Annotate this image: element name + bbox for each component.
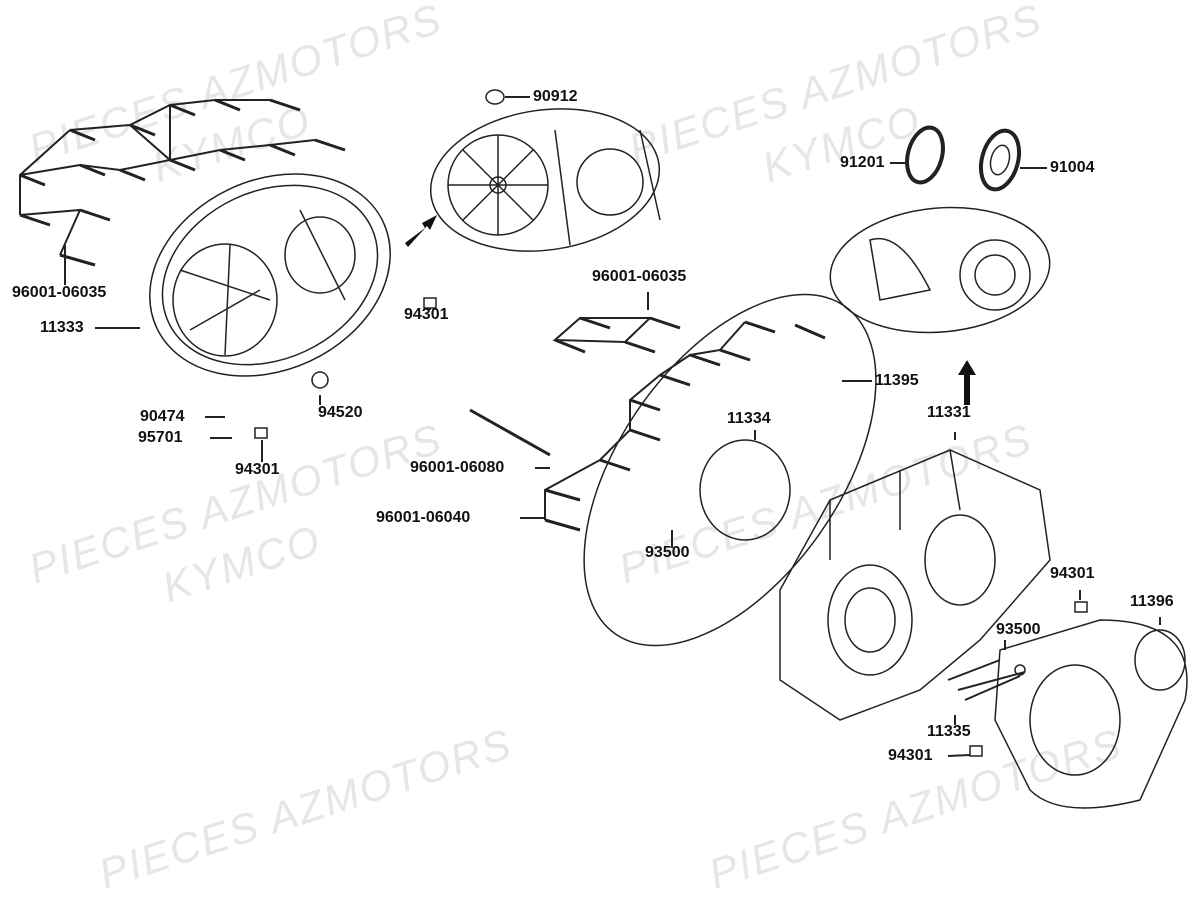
part-label-94301: 94301 (404, 306, 449, 323)
part-label-94301: 94301 (235, 461, 280, 478)
part-label-91201: 91201 (840, 154, 885, 171)
gasket-11395 (583, 293, 877, 647)
cover-11334 (699, 439, 791, 541)
part-label-11331: 11331 (927, 404, 971, 421)
inner-case-cover (829, 206, 1051, 334)
bolts-96001-06035-left (19, 98, 346, 267)
part-label-91004: 91004 (1050, 159, 1095, 176)
part-label-93500: 93500 (996, 621, 1041, 638)
part-label-11335: 11335 (927, 723, 971, 740)
part-label-96001-06080: 96001-06080 (410, 459, 505, 476)
inner-cover (429, 108, 661, 252)
part-label-95701: 95701 (138, 429, 183, 446)
part-label-96001-06035: 96001-06035 (592, 268, 687, 285)
crankcase-11331 (779, 449, 1051, 721)
part-label-90474: 90474 (140, 408, 185, 425)
arrow-icon (405, 215, 976, 405)
part-label-94520: 94520 (318, 404, 363, 421)
part-label-93500: 93500 (645, 544, 690, 561)
part-label-96001-06035: 96001-06035 (12, 284, 107, 301)
part-label-94301: 94301 (888, 747, 933, 764)
clutch-cover-11333 (149, 173, 391, 377)
bolts-96001-06035-center (469, 316, 826, 532)
part-label-11333: 11333 (40, 319, 84, 336)
part-label-11334: 11334 (727, 410, 771, 427)
part-label-96001-06040: 96001-06040 (376, 509, 471, 526)
part-label-90912: 90912 (533, 88, 578, 105)
part-label-94301: 94301 (1050, 565, 1095, 582)
part-label-11395: 11395 (875, 372, 919, 389)
seals-91201-91004 (905, 125, 1022, 192)
seal-90912 (485, 89, 505, 105)
part-label-11396: 11396 (1130, 593, 1174, 610)
gasket-11396 (994, 619, 1188, 809)
